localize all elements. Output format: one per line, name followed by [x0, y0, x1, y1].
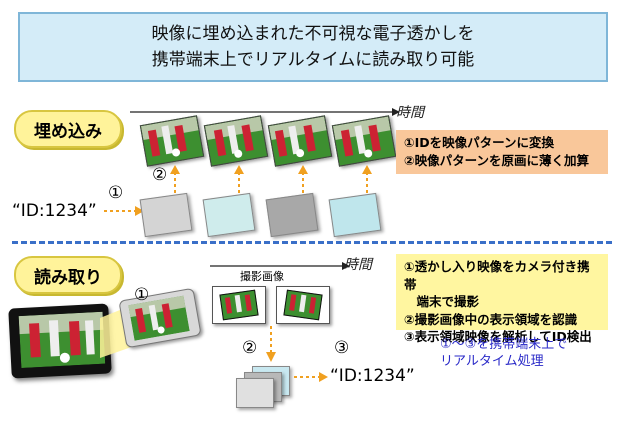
read-step3-marker: ③	[334, 338, 349, 358]
realtime-note-line-1: ①～③を携帯端末上で	[440, 336, 567, 353]
read-step-1: ①透かし入り映像をカメラ付き携帯	[404, 258, 600, 293]
embed-step-1: ①IDを映像パターンに変換	[404, 134, 600, 152]
pattern-4	[329, 193, 382, 237]
original-frame-2	[204, 115, 268, 166]
embed-id-arrow	[104, 204, 144, 218]
read-label: 読み取り	[14, 256, 122, 294]
read-down-arrow	[265, 326, 277, 362]
pattern-3	[266, 193, 319, 237]
embed-up-arrows	[170, 165, 390, 195]
embed-id-text: “ID:1234”	[12, 201, 97, 221]
embed-time-arrow	[130, 105, 400, 119]
embed-step-2: ②映像パターンを原画に薄く加算	[404, 152, 600, 170]
read-step-1-cont: 端末で撮影	[404, 293, 600, 311]
original-frame-4	[332, 115, 396, 166]
embed-time-label: 時間	[396, 102, 424, 122]
read-step-2: ②撮影画像中の表示領域を認識	[404, 311, 600, 329]
tv-display	[8, 303, 112, 378]
captured-frame-1	[212, 286, 266, 324]
embed-label: 埋め込み	[14, 110, 122, 148]
read-time-label: 時間	[344, 254, 372, 274]
captured-image-label: 撮影画像	[240, 268, 284, 284]
embed-step2-marker: ②	[152, 165, 167, 185]
read-step2-marker: ②	[242, 338, 257, 358]
pattern-1	[140, 193, 193, 237]
read-steps-note: ①透かし入り映像をカメラ付き携帯 端末で撮影 ②撮影画像中の表示領域を認識 ③表…	[396, 254, 608, 330]
captured-frame-2	[276, 286, 330, 324]
section-divider	[12, 241, 612, 244]
read-id-text: “ID:1234”	[330, 366, 415, 386]
pattern-2	[203, 193, 256, 237]
original-frame-3	[268, 115, 332, 166]
title-banner: 映像に埋め込まれた不可視な電子透かしを 携帯端末上でリアルタイムに読み取り可能	[18, 12, 608, 82]
title-line-1: 映像に埋め込まれた不可視な電子透かしを	[152, 21, 475, 47]
original-frame-1	[140, 115, 204, 166]
mobile-phone	[118, 288, 201, 348]
region-image-1	[236, 378, 274, 408]
title-line-2: 携帯端末上でリアルタイムに読み取り可能	[152, 47, 475, 73]
realtime-note: ①～③を携帯端末上で リアルタイム処理	[440, 336, 567, 370]
embed-step1-marker: ①	[108, 183, 123, 203]
embed-steps-note: ①IDを映像パターンに変換 ②映像パターンを原画に薄く加算	[396, 130, 608, 174]
read-step1-marker: ①	[134, 285, 149, 305]
read-id-arrow	[294, 370, 328, 384]
tv-screen	[19, 312, 106, 368]
realtime-note-line-2: リアルタイム処理	[440, 353, 567, 370]
